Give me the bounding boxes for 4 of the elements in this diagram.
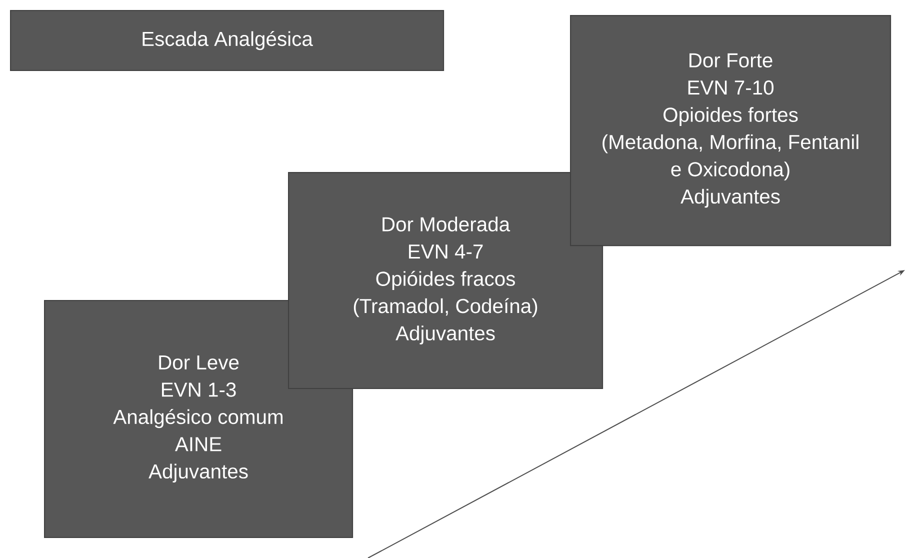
step-box: Dor Moderada EVN 4-7 Opióides fracos (Tramadol, Codeína) Adjuvantes <box>288 172 604 390</box>
step-box: Dor Forte EVN 7-10 Opioides fortes (Metadona, Morfina, Fentanil e Oxicodona) Adjuvantes <box>570 15 892 246</box>
title-box: Escada Analgésica <box>10 10 444 72</box>
step-box: Dor Leve EVN 1-3 Analgésico comum AINE Adjuvantes <box>44 300 354 538</box>
